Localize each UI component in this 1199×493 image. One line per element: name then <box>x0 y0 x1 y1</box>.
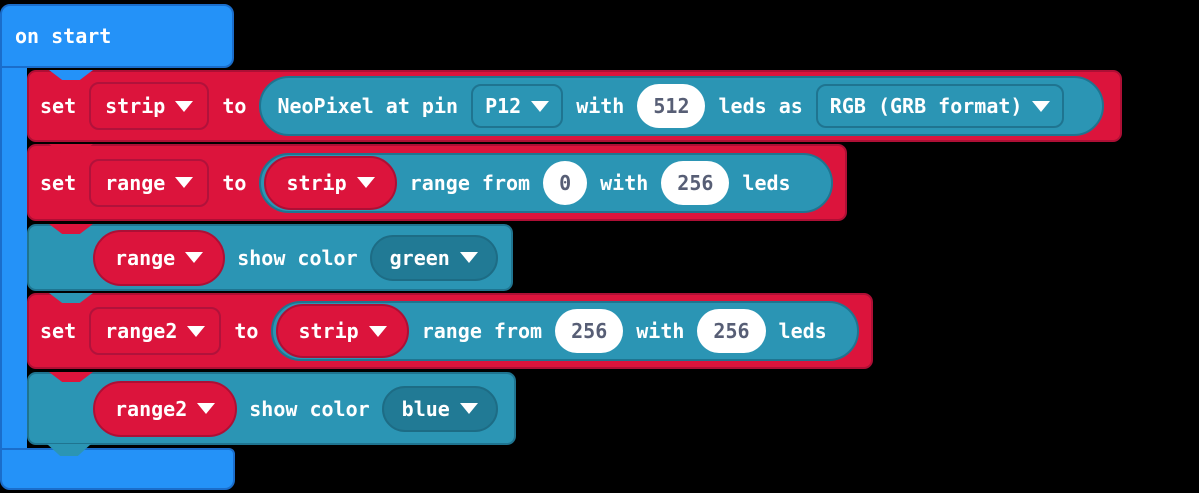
variable-pill-label: strip <box>286 170 347 195</box>
variable-dropdown-label: strip <box>105 94 166 118</box>
set-strip-block[interactable]: set strip to NeoPixel at pin P12 with 51… <box>27 70 1122 142</box>
to-label: to <box>222 170 247 195</box>
range-from-label: range from <box>421 319 543 343</box>
on-start-label: on start <box>15 24 112 48</box>
show-color-block-range2[interactable]: range2 show color blue <box>27 372 516 445</box>
connector-notch-icon <box>49 70 93 80</box>
leds-label: leds <box>778 319 827 343</box>
set-label: set <box>40 319 77 343</box>
dropdown-caret-icon <box>187 325 206 337</box>
dropdown-caret-icon <box>531 100 550 112</box>
neopixel-create-block[interactable]: NeoPixel at pin P12 with 512 leds as RGB… <box>259 76 1104 136</box>
pin-dropdown[interactable]: P12 <box>471 84 564 128</box>
strip-variable-pill[interactable]: strip <box>264 155 397 210</box>
to-label: to <box>222 94 247 118</box>
format-dropdown[interactable]: RGB (GRB format) <box>815 84 1065 128</box>
range2-variable-pill[interactable]: range2 <box>93 380 238 437</box>
dropdown-caret-icon <box>356 177 375 188</box>
variable-dropdown-range[interactable]: range <box>89 158 210 207</box>
strip-range-block[interactable]: strip range from 0 with 256 leds <box>259 152 833 213</box>
leds-as-label: leds as <box>718 94 803 118</box>
dropdown-caret-icon <box>1032 100 1051 112</box>
range-from-label: range from <box>409 170 531 195</box>
dropdown-caret-icon <box>368 325 387 337</box>
dropdown-caret-icon <box>459 252 478 263</box>
show-color-label: show color <box>249 396 370 421</box>
connector-notch-icon <box>49 224 93 234</box>
connector-notch-icon <box>49 372 93 382</box>
dropdown-caret-icon <box>197 403 216 414</box>
with-label: with <box>636 319 685 343</box>
dropdown-caret-icon <box>185 252 204 263</box>
dropdown-caret-icon <box>459 403 478 414</box>
to-label: to <box>234 319 259 343</box>
dropdown-caret-icon <box>175 100 194 112</box>
strip-variable-pill[interactable]: strip <box>276 304 409 358</box>
variable-dropdown-label: range <box>105 170 166 195</box>
connector-tab-icon <box>47 444 91 456</box>
color-dropdown-label: green <box>389 245 450 270</box>
show-color-block-range[interactable]: range show color green <box>27 224 513 291</box>
strip-range-block[interactable]: strip range from 256 with 256 leds <box>271 301 859 361</box>
connector-notch-icon <box>49 144 93 154</box>
range-count-field[interactable]: 256 <box>661 160 730 205</box>
color-dropdown-label: blue <box>401 396 450 421</box>
show-color-label: show color <box>237 245 358 270</box>
on-start-block[interactable]: on start <box>0 4 234 68</box>
color-dropdown-blue[interactable]: blue <box>381 385 498 432</box>
on-start-bottom-bar[interactable] <box>0 448 235 490</box>
range-start-field[interactable]: 0 <box>543 160 588 205</box>
with-label: with <box>600 170 649 195</box>
range-count-field[interactable]: 256 <box>697 309 766 353</box>
variable-dropdown-range2[interactable]: range2 <box>89 307 222 355</box>
range-start-field[interactable]: 256 <box>555 309 624 353</box>
format-dropdown-label: RGB (GRB format) <box>829 94 1023 118</box>
color-dropdown-green[interactable]: green <box>369 234 498 281</box>
pin-dropdown-label: P12 <box>485 94 522 118</box>
variable-dropdown-strip[interactable]: strip <box>89 82 210 130</box>
leds-label: leds <box>742 170 791 195</box>
neopixel-at-pin-label: NeoPixel at pin <box>277 94 459 118</box>
variable-dropdown-label: range2 <box>105 319 178 343</box>
connector-notch-icon <box>49 293 93 303</box>
set-label: set <box>40 170 77 195</box>
with-label: with <box>576 94 625 118</box>
variable-pill-label: strip <box>298 319 359 343</box>
range-variable-pill[interactable]: range <box>93 229 226 286</box>
variable-pill-label: range <box>115 245 176 270</box>
on-start-left-spine[interactable] <box>0 64 27 450</box>
variable-pill-label: range2 <box>115 396 188 421</box>
set-label: set <box>40 94 77 118</box>
set-range2-block[interactable]: set range2 to strip range from 256 with … <box>27 293 873 369</box>
set-range-block[interactable]: set range to strip range from 0 with 256… <box>27 144 847 221</box>
dropdown-caret-icon <box>175 177 194 188</box>
num-leds-field[interactable]: 512 <box>637 84 706 128</box>
